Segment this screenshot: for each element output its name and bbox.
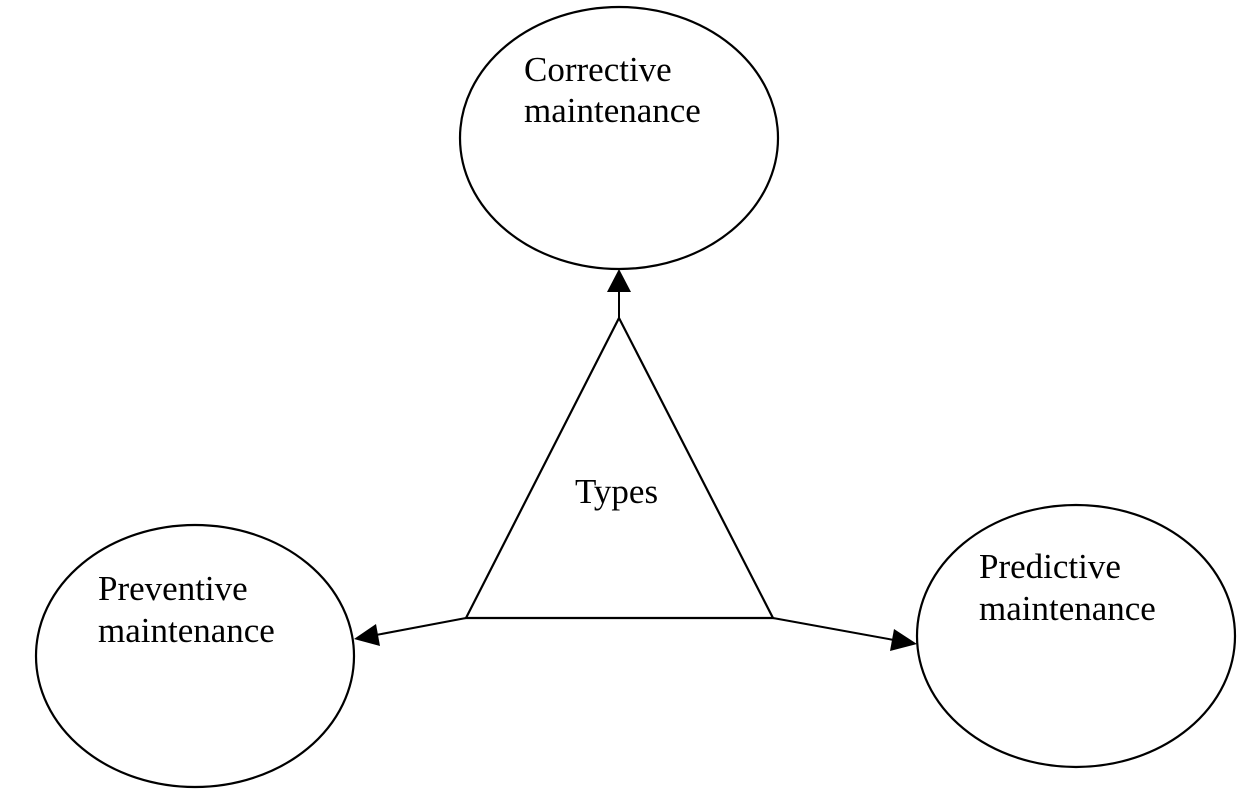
predictive-maintenance-node	[915, 503, 1237, 769]
predictive-label-line1: Predictive	[979, 547, 1121, 586]
types-triangle	[464, 315, 775, 620]
corrective-maintenance-node	[458, 5, 780, 271]
preventive-label-line2: maintenance	[98, 611, 275, 650]
corrective-label-line2: maintenance	[524, 91, 701, 130]
predictive-label-line2: maintenance	[979, 589, 1156, 628]
arrowhead-to-predictive	[890, 629, 917, 651]
arrowhead-to-corrective	[607, 269, 631, 292]
types-label: Types	[575, 472, 658, 511]
preventive-label-line1: Preventive	[98, 569, 248, 608]
connector-to-predictive	[772, 617, 895, 641]
connector-to-preventive	[375, 617, 467, 636]
arrowhead-to-preventive	[354, 624, 380, 646]
corrective-label-line1: Corrective	[524, 50, 672, 89]
preventive-maintenance-node	[34, 523, 356, 789]
